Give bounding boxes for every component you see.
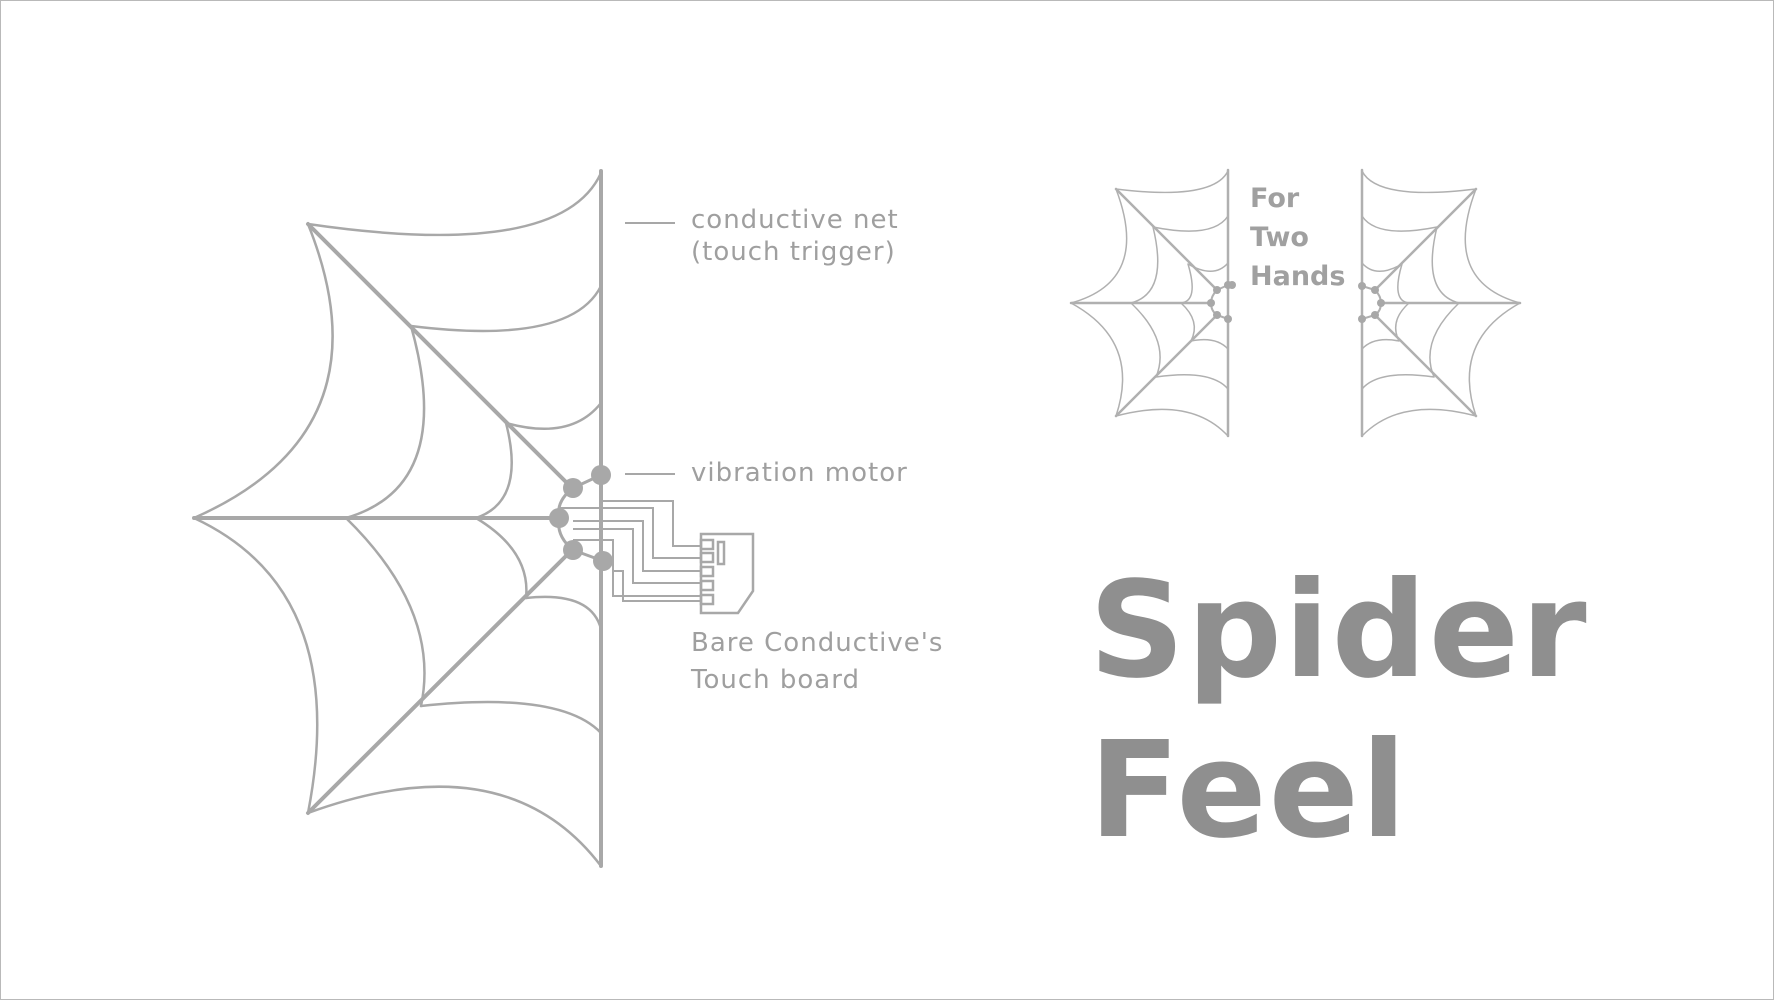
sensor-dot xyxy=(563,478,583,498)
title-line1: Spider xyxy=(1089,554,1589,708)
wire xyxy=(573,520,701,572)
web-strand xyxy=(344,324,426,520)
small-web-left xyxy=(1069,168,1231,438)
label-conductive-net: conductive net xyxy=(691,205,899,235)
wire xyxy=(613,570,701,602)
sensor-dot xyxy=(593,551,613,571)
page-title: Spider Feel xyxy=(1089,551,1589,871)
wire xyxy=(600,485,701,547)
two-hands-line2: Two xyxy=(1250,222,1309,253)
web-frame xyxy=(192,171,603,868)
title-line2: Feel xyxy=(1089,714,1409,868)
sensor-dot xyxy=(563,540,583,560)
touch-board xyxy=(699,532,755,615)
web-strand xyxy=(344,516,426,708)
web-spoke-lower xyxy=(306,547,575,815)
wire xyxy=(573,528,701,584)
two-hands-line1: For xyxy=(1250,183,1300,214)
leader-line-vibration-motor xyxy=(625,473,675,475)
web-strand xyxy=(524,595,603,631)
leader-line-conductive-net xyxy=(625,222,675,224)
small-web-right xyxy=(1360,168,1522,438)
label-vibration-motor: vibration motor xyxy=(691,458,908,488)
label-board-line2: Touch board xyxy=(691,665,860,695)
vibration-motor-dot xyxy=(591,465,611,485)
web-strand xyxy=(419,700,603,735)
web-strand xyxy=(409,284,603,333)
wire xyxy=(559,507,701,559)
web-strand xyxy=(474,516,528,600)
web-strand xyxy=(474,421,513,520)
two-hands-caption: For Two Hands xyxy=(1250,179,1345,296)
sensor-dot xyxy=(549,508,569,528)
wire xyxy=(573,539,701,597)
two-hands-line3: Hands xyxy=(1250,261,1346,292)
label-touch-trigger: (touch trigger) xyxy=(691,237,896,267)
label-board-line1: Bare Conductive's xyxy=(691,628,944,658)
web-strand xyxy=(504,401,603,430)
web-spoke-upper xyxy=(306,222,575,491)
